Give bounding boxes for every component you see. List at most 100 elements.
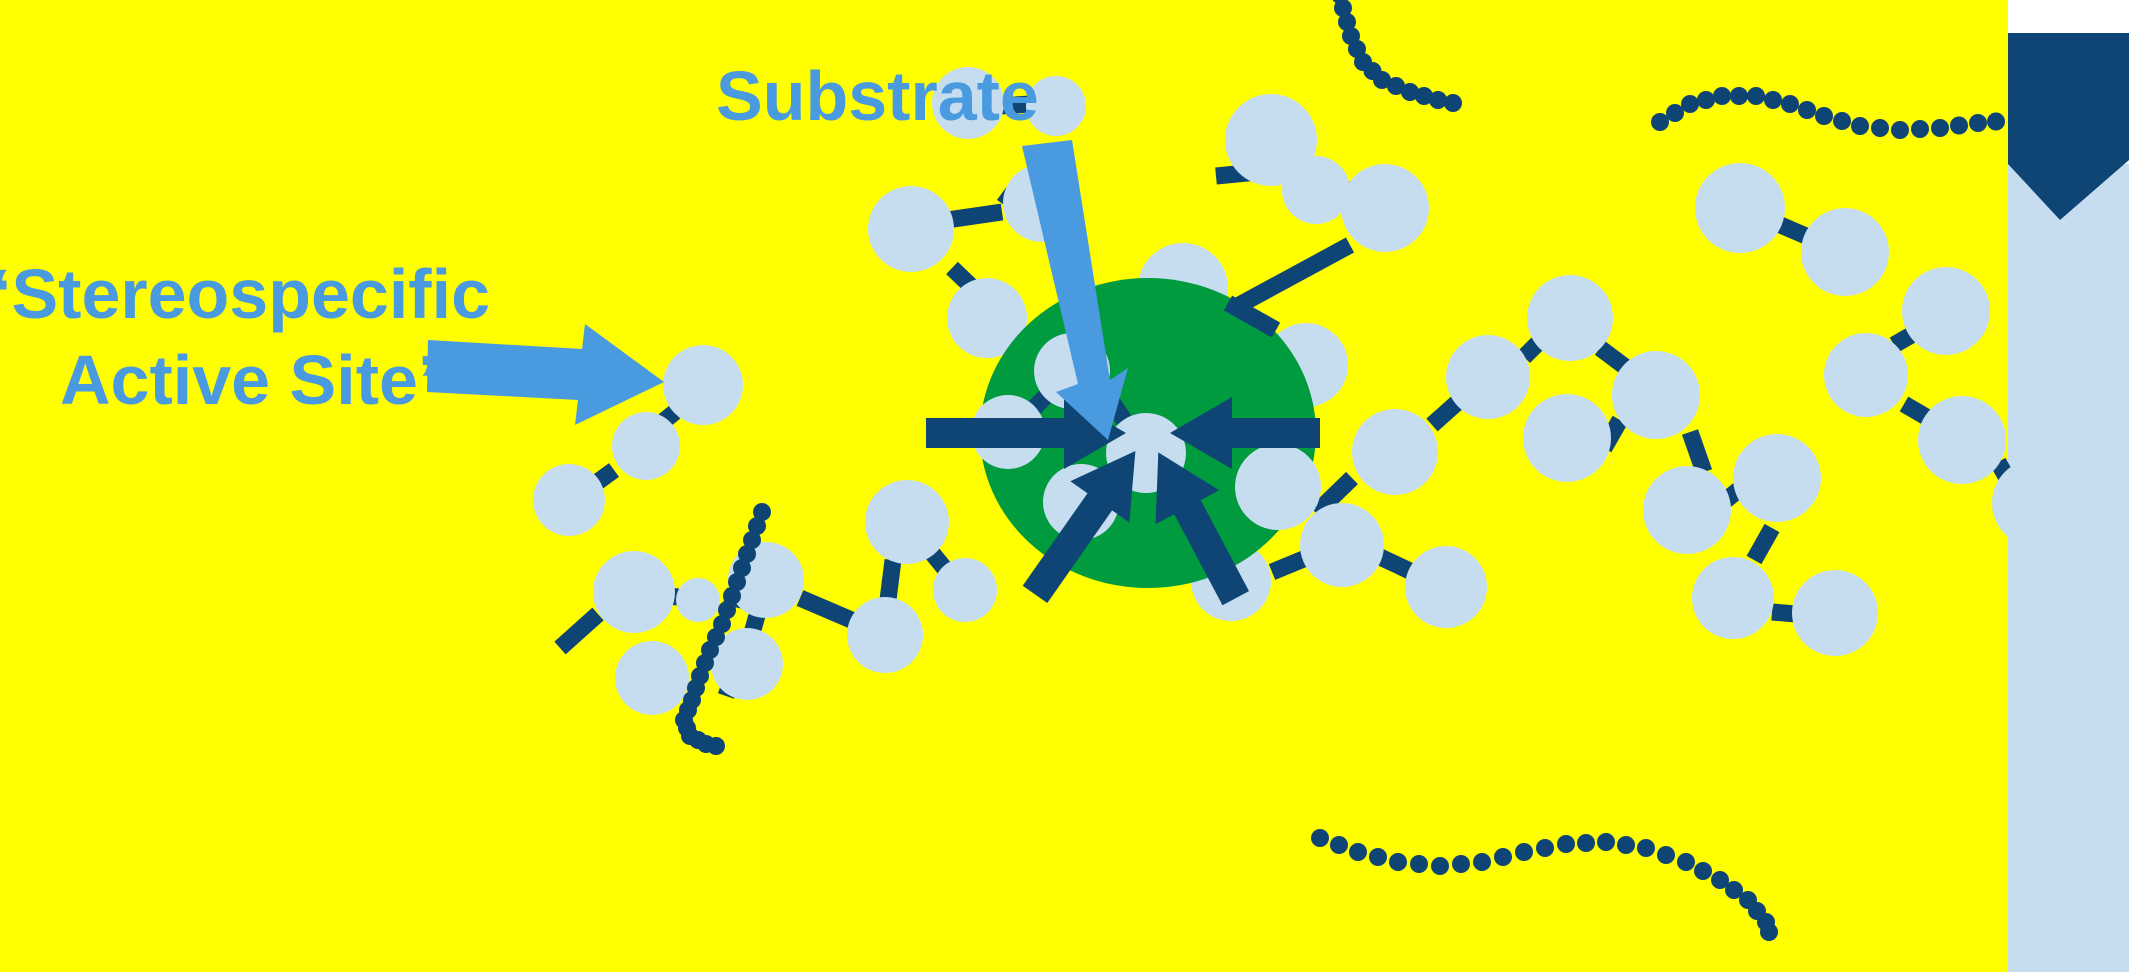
atom-node [711, 628, 783, 700]
molecular-bond [1223, 295, 1281, 338]
dot-marker [1798, 101, 1816, 119]
atom-node [1918, 396, 2006, 484]
molecular-bond [1681, 429, 1713, 475]
atom-node [676, 578, 720, 622]
dotted-path-bottom-left-icon [675, 503, 771, 755]
atom-node [865, 480, 949, 564]
dot-marker [1577, 834, 1595, 852]
dot-marker [1444, 94, 1462, 112]
dot-marker [1677, 853, 1695, 871]
atom-node [533, 464, 605, 536]
atom-node [1405, 546, 1487, 628]
dot-marker [718, 601, 736, 619]
active-site-arrow [427, 324, 664, 425]
dot-marker [1764, 91, 1782, 109]
dot-marker [1681, 95, 1699, 113]
molecular-bond [1746, 523, 1780, 565]
atom-node [868, 186, 954, 272]
molecular-bond [1899, 396, 1933, 426]
dot-marker [1373, 71, 1391, 89]
binding-arrow-lower-left [1022, 451, 1136, 603]
atom-node [612, 412, 680, 480]
dot-marker [1950, 116, 1968, 135]
atom-node [1692, 557, 1774, 639]
dot-marker [1747, 87, 1765, 105]
binding-arrow-right [1170, 397, 1320, 469]
navy-corner-bevel [2008, 118, 2129, 220]
label-active-site-line-1: ‘Stereospecific [0, 255, 490, 333]
pale-right-panel [2008, 164, 2129, 972]
molecular-bond [554, 607, 604, 655]
dot-marker [1387, 77, 1405, 95]
atom-node [663, 345, 743, 425]
atom-node [1282, 156, 1350, 224]
dot-marker [1452, 855, 1470, 873]
dot-marker [1415, 87, 1433, 105]
dot-marker [1697, 91, 1715, 109]
atom-node [847, 597, 923, 673]
dot-marker [743, 531, 761, 549]
dot-marker [1349, 843, 1367, 861]
dot-marker [1431, 857, 1449, 875]
dot-marker [1815, 107, 1833, 125]
atom-node [1352, 409, 1438, 495]
atom-node [1026, 76, 1086, 136]
dot-marker [707, 737, 725, 755]
dot-marker [1401, 83, 1419, 101]
dot-marker [1330, 836, 1348, 854]
atom-node [1446, 335, 1530, 419]
dot-marker [1389, 853, 1407, 871]
molecular-bond [879, 558, 902, 602]
dot-marker [1515, 843, 1533, 861]
dot-marker [748, 517, 766, 535]
dot-marker [738, 545, 756, 563]
atom-node [1612, 351, 1700, 439]
atom-node [1801, 208, 1889, 296]
molecular-bond [1268, 550, 1310, 580]
substrate-arrow [1022, 140, 1128, 440]
dot-marker [728, 573, 746, 591]
dot-marker [1334, 0, 1352, 17]
dot-marker [733, 559, 751, 577]
atom-node [615, 641, 689, 715]
right-decoration-panels [2008, 33, 2129, 972]
dot-marker [1617, 836, 1635, 854]
dot-marker [1557, 835, 1575, 853]
dot-marker [1597, 833, 1615, 851]
dot-marker [1871, 119, 1889, 137]
atom-node [1235, 444, 1321, 530]
molecular-bond [1771, 603, 1797, 623]
binding-arrows-group [926, 397, 1320, 606]
atom-node [593, 551, 675, 633]
atom-node [1792, 570, 1878, 656]
atom-node [947, 278, 1027, 358]
atom-node [1300, 503, 1384, 587]
dot-marker [1851, 117, 1869, 135]
dot-marker [1494, 848, 1512, 866]
dot-marker [1711, 871, 1729, 889]
dot-marker [1311, 829, 1329, 847]
dot-marker [1536, 839, 1554, 857]
atom-node [1992, 459, 2080, 547]
atom-node [1733, 434, 1821, 522]
dot-marker [1931, 119, 1949, 137]
dot-marker [1987, 112, 2005, 131]
dot-marker [1666, 104, 1684, 122]
dot-marker [1969, 114, 1987, 132]
dot-marker [1833, 112, 1851, 130]
dot-marker [1730, 87, 1748, 105]
dot-marker [723, 587, 741, 605]
molecular-bond [1310, 471, 1358, 520]
atom-node [1824, 333, 1908, 417]
dot-marker [1713, 87, 1731, 105]
dot-marker [753, 503, 771, 521]
molecular-bond [1426, 393, 1466, 432]
atom-node [1643, 466, 1731, 554]
dot-marker [1473, 853, 1491, 871]
label-substrate: Substrate [716, 57, 1039, 135]
molecular-bond [945, 203, 1004, 229]
dot-marker [1725, 881, 1743, 899]
dot-marker [1429, 91, 1447, 109]
